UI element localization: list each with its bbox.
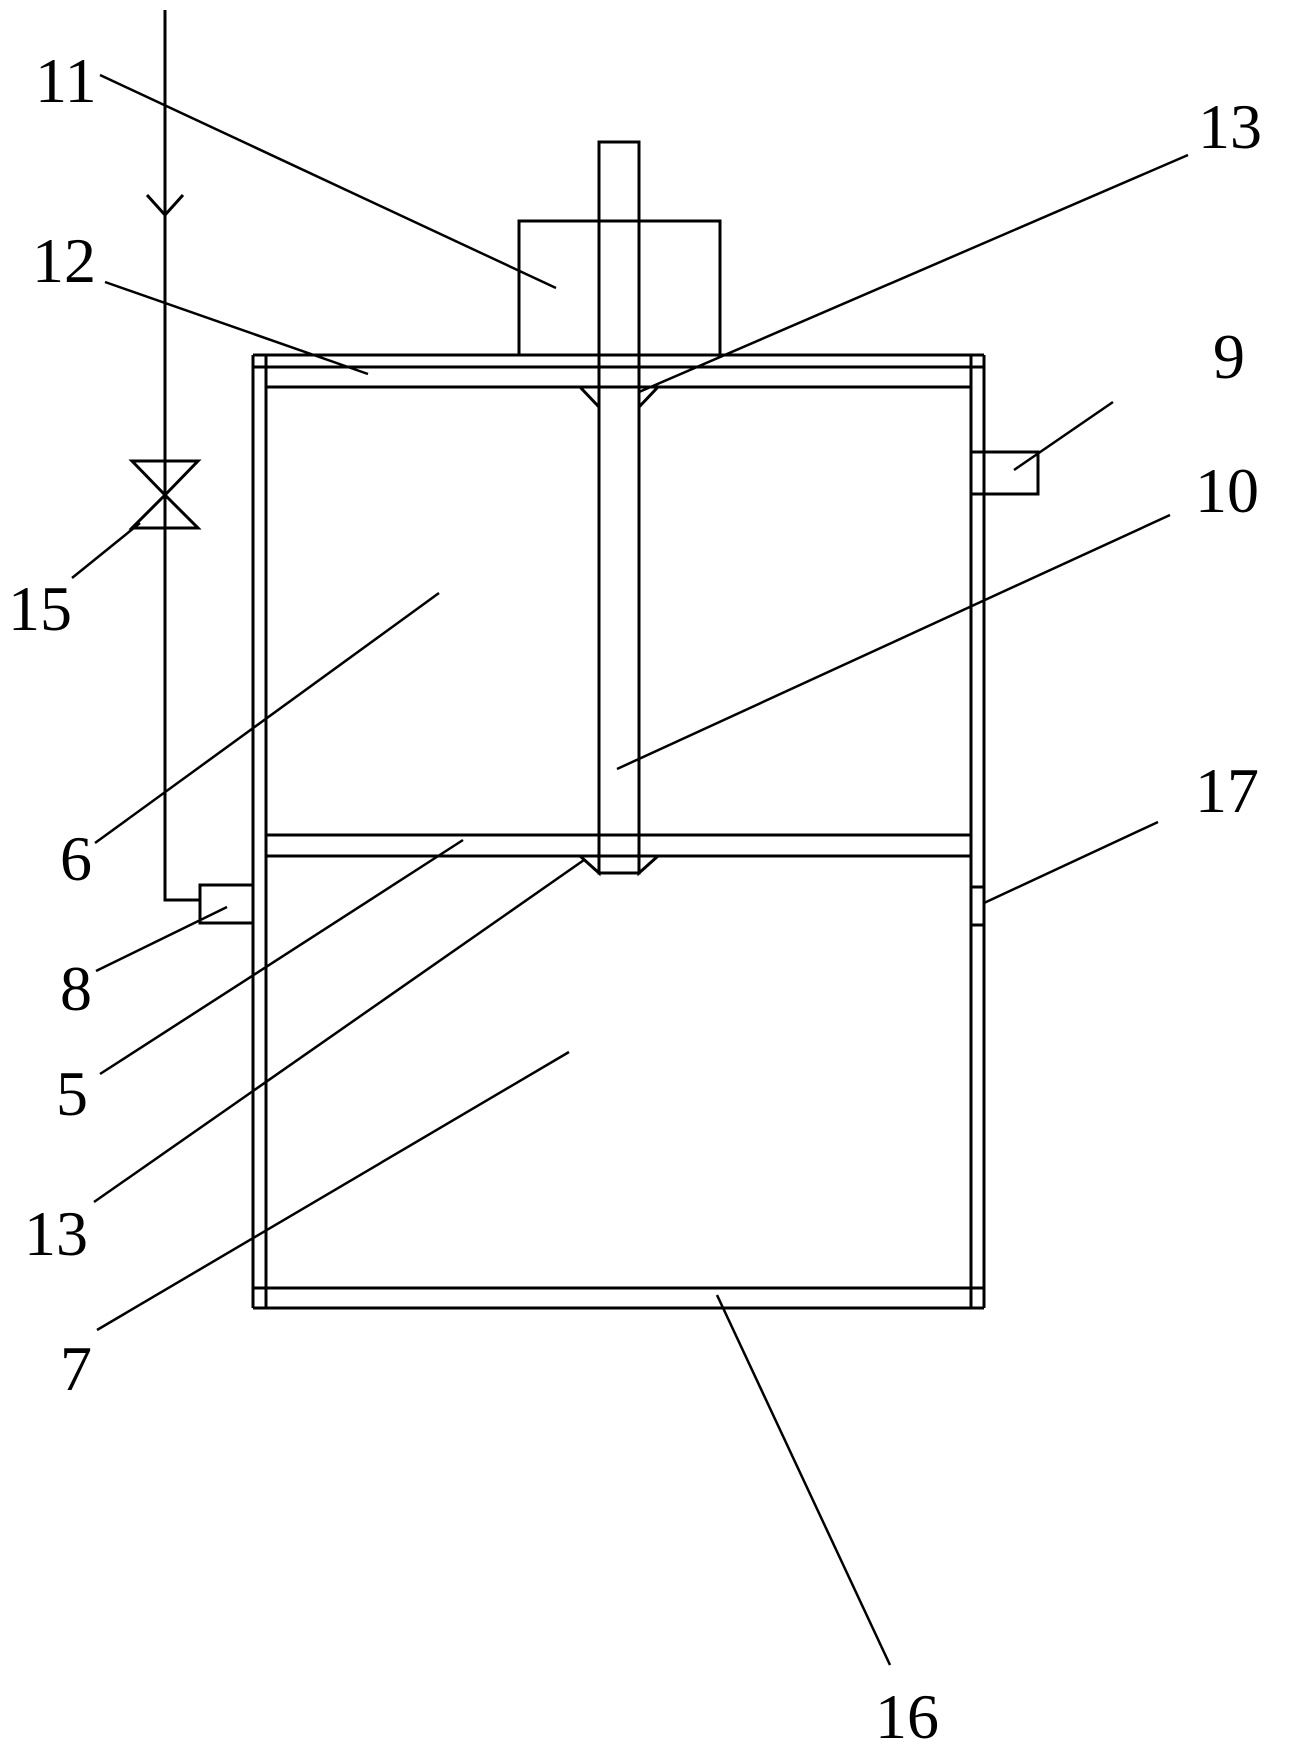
side-port: [969, 885, 986, 927]
top-cover: [253, 353, 984, 389]
label-11: 11: [35, 45, 97, 116]
label-8: 8: [60, 953, 92, 1024]
outlet-port: [969, 450, 1040, 496]
label-12: 12: [32, 225, 96, 296]
label-7: 7: [60, 1333, 92, 1404]
label-13-top: 13: [1198, 91, 1262, 162]
central-shaft: [597, 140, 641, 875]
label-10: 10: [1195, 455, 1259, 526]
inlet-port: [198, 883, 255, 925]
label-6: 6: [60, 823, 92, 894]
middle-partition: [266, 833, 971, 858]
bottom-plate: [253, 1286, 984, 1310]
label-9: 9: [1213, 321, 1245, 392]
flow-arrow-icon: [145, 193, 185, 218]
motor-block: [517, 219, 722, 357]
tank-walls: [251, 355, 986, 1308]
label-17: 17: [1195, 755, 1259, 826]
feed-pipe: [145, 10, 200, 902]
label-13-bottom: 13: [24, 1198, 88, 1269]
upper-seal-left: [576, 385, 601, 411]
valve-icon: [128, 459, 202, 530]
leader-lines: [71, 73, 1189, 1666]
label-16: 16: [875, 1681, 939, 1748]
lower-seal-left: [576, 854, 601, 877]
label-15: 15: [8, 573, 72, 644]
label-5: 5: [56, 1058, 88, 1129]
lower-seal-right: [637, 854, 662, 877]
